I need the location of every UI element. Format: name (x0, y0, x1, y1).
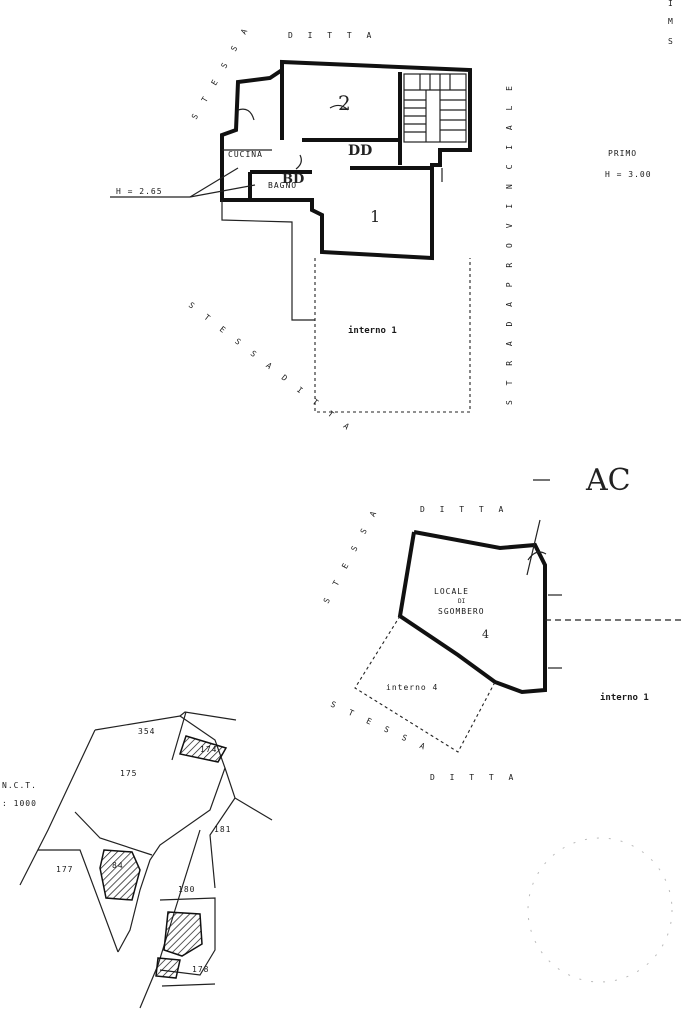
height-label-top-plan: H = 2.65 (116, 187, 163, 196)
parcel-number: 180 (178, 885, 195, 894)
top-floor-plan: D I T T A S T E S S A S T R A D A P R O … (110, 23, 514, 434)
label-ditta-bottom-lower: D I T T A (430, 773, 518, 782)
right-margin-labels: I M S PRIMO H = 3.00 (605, 0, 674, 179)
site-boundary-line (221, 200, 315, 321)
scan-artifact-circle (527, 837, 673, 983)
parcel-boundary (159, 897, 216, 976)
bottom-plan-wall-outline (397, 530, 547, 695)
parcel-boundary (179, 711, 237, 721)
parcel-boundary (38, 849, 119, 953)
top-plan-wall-outline (220, 59, 472, 261)
parcel-number: 181 (214, 825, 231, 834)
door-swing (295, 154, 302, 170)
leader-line (526, 519, 541, 576)
scale-label-nct: N.C.T. (2, 781, 37, 790)
handwritten-ac: AC (585, 463, 631, 498)
building-parcel-180-annex (155, 957, 181, 979)
parcel-number: 177 (56, 865, 73, 874)
door-swing (527, 551, 547, 561)
parcel-number: 84 (112, 861, 124, 870)
parcel-boundary (94, 715, 226, 953)
bottom-floor-plan: D I T T A S T E S S A LOCALE DI SGOMBERO… (322, 505, 683, 782)
height-leader-line (189, 184, 256, 198)
parcel-number: 174 (200, 745, 217, 754)
floor-label-primo: PRIMO (608, 149, 637, 158)
building-parcel-84 (99, 849, 141, 901)
courtyard-boundary-interno-4 (354, 615, 496, 753)
margin-letter: I (668, 0, 674, 8)
door-swing (329, 104, 349, 111)
parcel-boundary (224, 767, 273, 821)
label-stessa-ditta-lower: S T E S S A D I T T A (187, 300, 355, 434)
floor-height-label: H = 3.00 (605, 170, 652, 179)
label-stessa-upper: S T E S S A (190, 23, 252, 121)
room-label-sgombero: SGOMBERO (438, 607, 485, 616)
parcel-number: 354 (138, 727, 155, 736)
building-parcel-180-main (163, 911, 203, 957)
scale-label-ratio: : 1000 (2, 799, 37, 808)
handwritten-ac-mark: AC (533, 463, 631, 498)
room-number-4: 4 (482, 628, 489, 641)
margin-letter: M (668, 17, 674, 26)
road-edge (209, 797, 236, 889)
label-strada-provinciale: S T R A D A P R O V I N C I A L E (505, 81, 514, 405)
room-label-cucina: CUCINA (228, 150, 263, 159)
building-parcel-174 (179, 735, 228, 763)
handwritten-dd: DD (348, 143, 372, 159)
parcel-boundary (161, 983, 216, 987)
label-ditta-bottom-top: D I T T A (420, 505, 508, 514)
door-swing (237, 108, 255, 121)
interno-4-label: interno 4 (386, 683, 438, 692)
handwritten-bd: BD (282, 172, 304, 187)
parcel-number: 178 (192, 965, 209, 974)
parcel-boundary (74, 811, 153, 856)
staircase (403, 73, 467, 143)
room-number-2: 2 (338, 91, 351, 115)
label-stessa-bottom-lower: S T E S S A (329, 700, 431, 754)
height-leader-line (189, 167, 239, 198)
parcel-boundary (19, 729, 96, 886)
room-label-bagno: BAGNO (268, 181, 297, 190)
label-stessa-bottom: S T E S S A (322, 505, 381, 605)
room-number-1: 1 (370, 207, 380, 226)
interno-1-right-label: interno 1 (600, 692, 649, 703)
margin-letter: S (668, 37, 674, 46)
interno-1-label: interno 1 (348, 325, 397, 336)
label-ditta-top: D I T T A (288, 31, 376, 40)
parcel-number: 175 (120, 769, 137, 778)
cadastral-map: N.C.T. : 1000 354 174 175 181 177 84 180… (2, 711, 273, 1009)
room-label-locale: LOCALE (434, 587, 469, 596)
parcel-boundary (171, 711, 187, 761)
room-label-di: DI (458, 598, 466, 605)
courtyard-boundary-interno-1 (314, 258, 471, 413)
